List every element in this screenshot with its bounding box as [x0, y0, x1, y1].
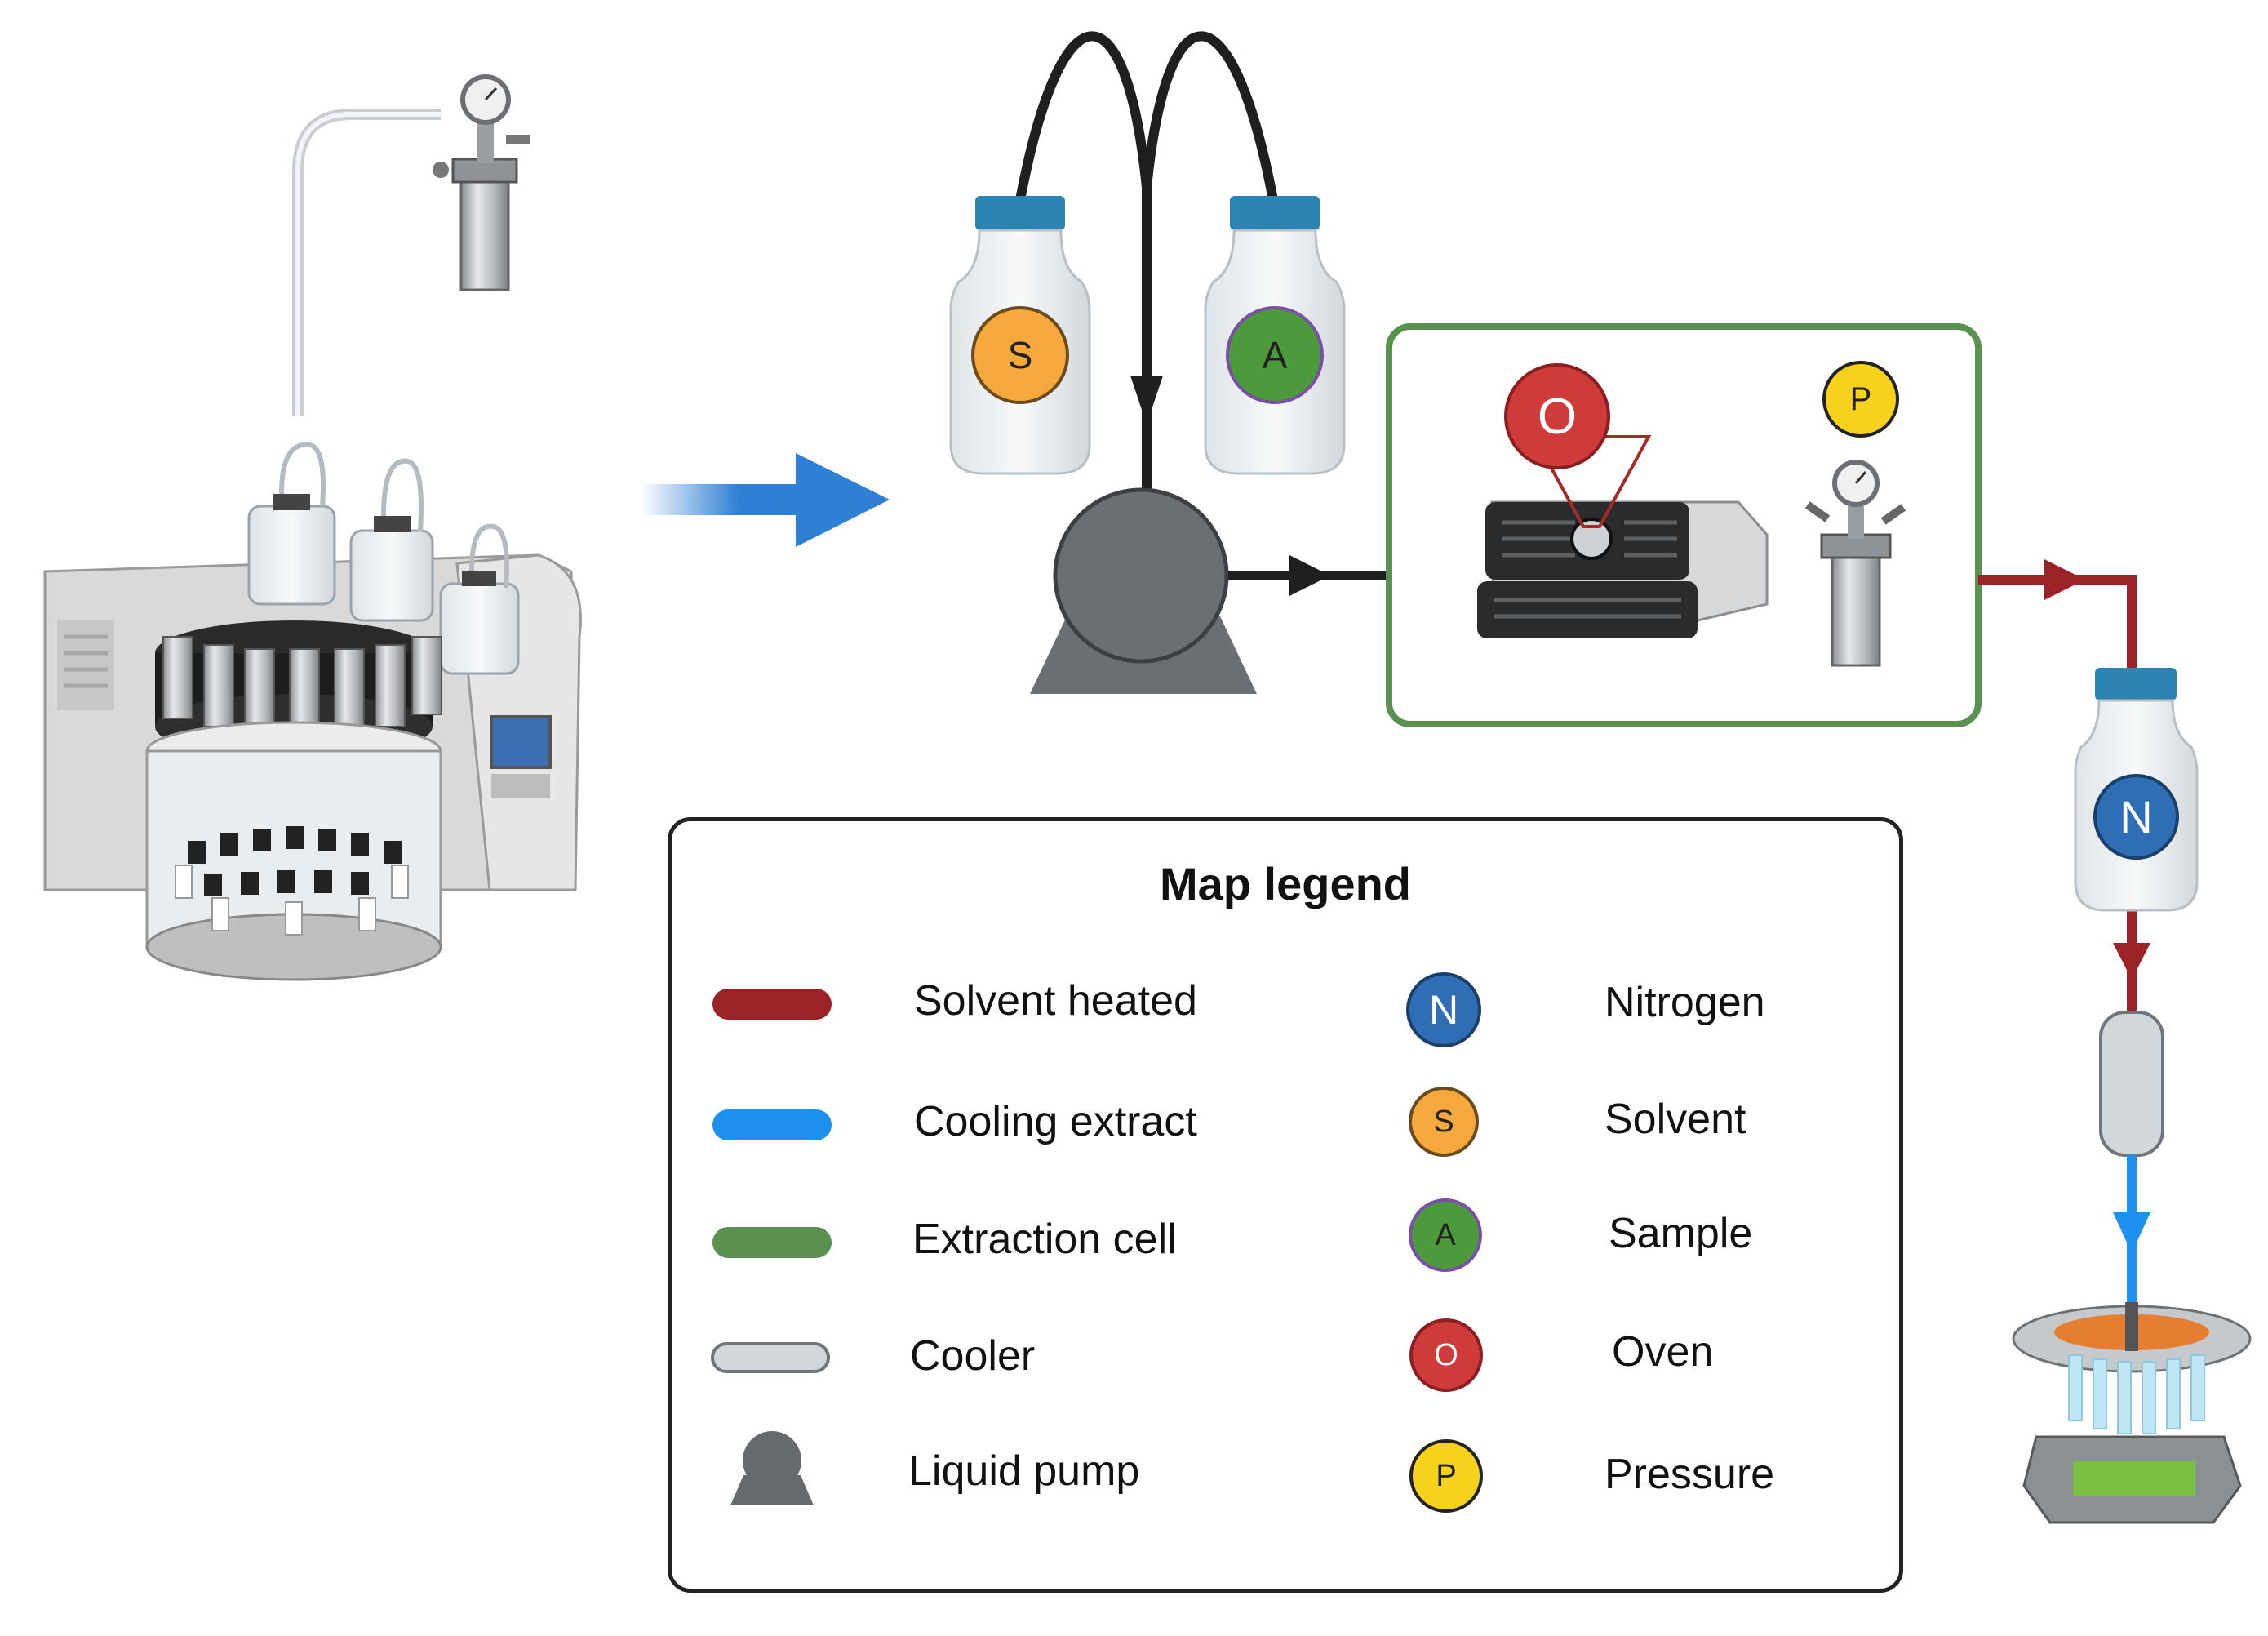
liquid-pump	[1030, 487, 1257, 694]
cooling-extract-line	[2113, 1155, 2150, 1306]
legend-label-oven: Oven	[1612, 1328, 1714, 1376]
pressure-vessel	[1804, 460, 1906, 667]
flow-arrowhead	[1130, 376, 1163, 425]
pressure-badge: P	[1822, 361, 1899, 438]
extraction-instrument	[43, 74, 582, 981]
legend-marker-oven: O	[1409, 1318, 1483, 1392]
pressure-vessel-top	[433, 74, 530, 291]
legend-title: Map legend	[1159, 858, 1412, 909]
sample-badge: A	[1226, 306, 1324, 404]
legend-label-cooler: Cooler	[910, 1332, 1036, 1380]
legend-marker-nitrogen: N	[1406, 972, 1481, 1047]
pump-flow-arrowhead	[1289, 555, 1330, 596]
legend-marker-pressure: P	[1409, 1439, 1483, 1513]
legend-label-sample: Sample	[1609, 1210, 1753, 1257]
legend-label-solvent-heated: Solvent heated	[914, 977, 1197, 1025]
legend-label-extraction-cell: Extraction cell	[912, 1216, 1177, 1263]
map-legend: Map legend Solvent heated Cooling extrac…	[668, 817, 1903, 1593]
legend-label-pressure: Pressure	[1604, 1451, 1775, 1498]
legend-marker-sample: A	[1409, 1198, 1482, 1272]
legend-swatch-extraction-cell	[712, 1227, 832, 1258]
legend-label-liquid-pump: Liquid pump	[908, 1447, 1140, 1495]
tubing	[1015, 31, 1278, 490]
oven	[1477, 435, 1769, 638]
solvent-badge: S	[971, 306, 1069, 404]
legend-pump-icon	[730, 1431, 814, 1505]
legend-label-nitrogen: Nitrogen	[1604, 979, 1765, 1026]
collection-rack	[2012, 1302, 2252, 1524]
legend-label-solvent: Solvent	[1604, 1096, 1746, 1143]
process-arrow	[641, 453, 890, 547]
solvent-heated-line	[1978, 559, 2150, 1020]
legend-swatch-solvent-heated	[712, 989, 832, 1020]
legend-label-cooling-extract: Cooling extract	[914, 1098, 1197, 1145]
cooler	[2099, 1011, 2164, 1157]
legend-swatch-cooling-extract	[712, 1109, 832, 1140]
nitrogen-badge: N	[2093, 774, 2179, 860]
legend-swatch-cooler	[711, 1342, 830, 1373]
oven-badge: O	[1504, 363, 1610, 469]
extraction-cell-box	[1386, 323, 1982, 727]
legend-marker-solvent: S	[1409, 1087, 1479, 1157]
